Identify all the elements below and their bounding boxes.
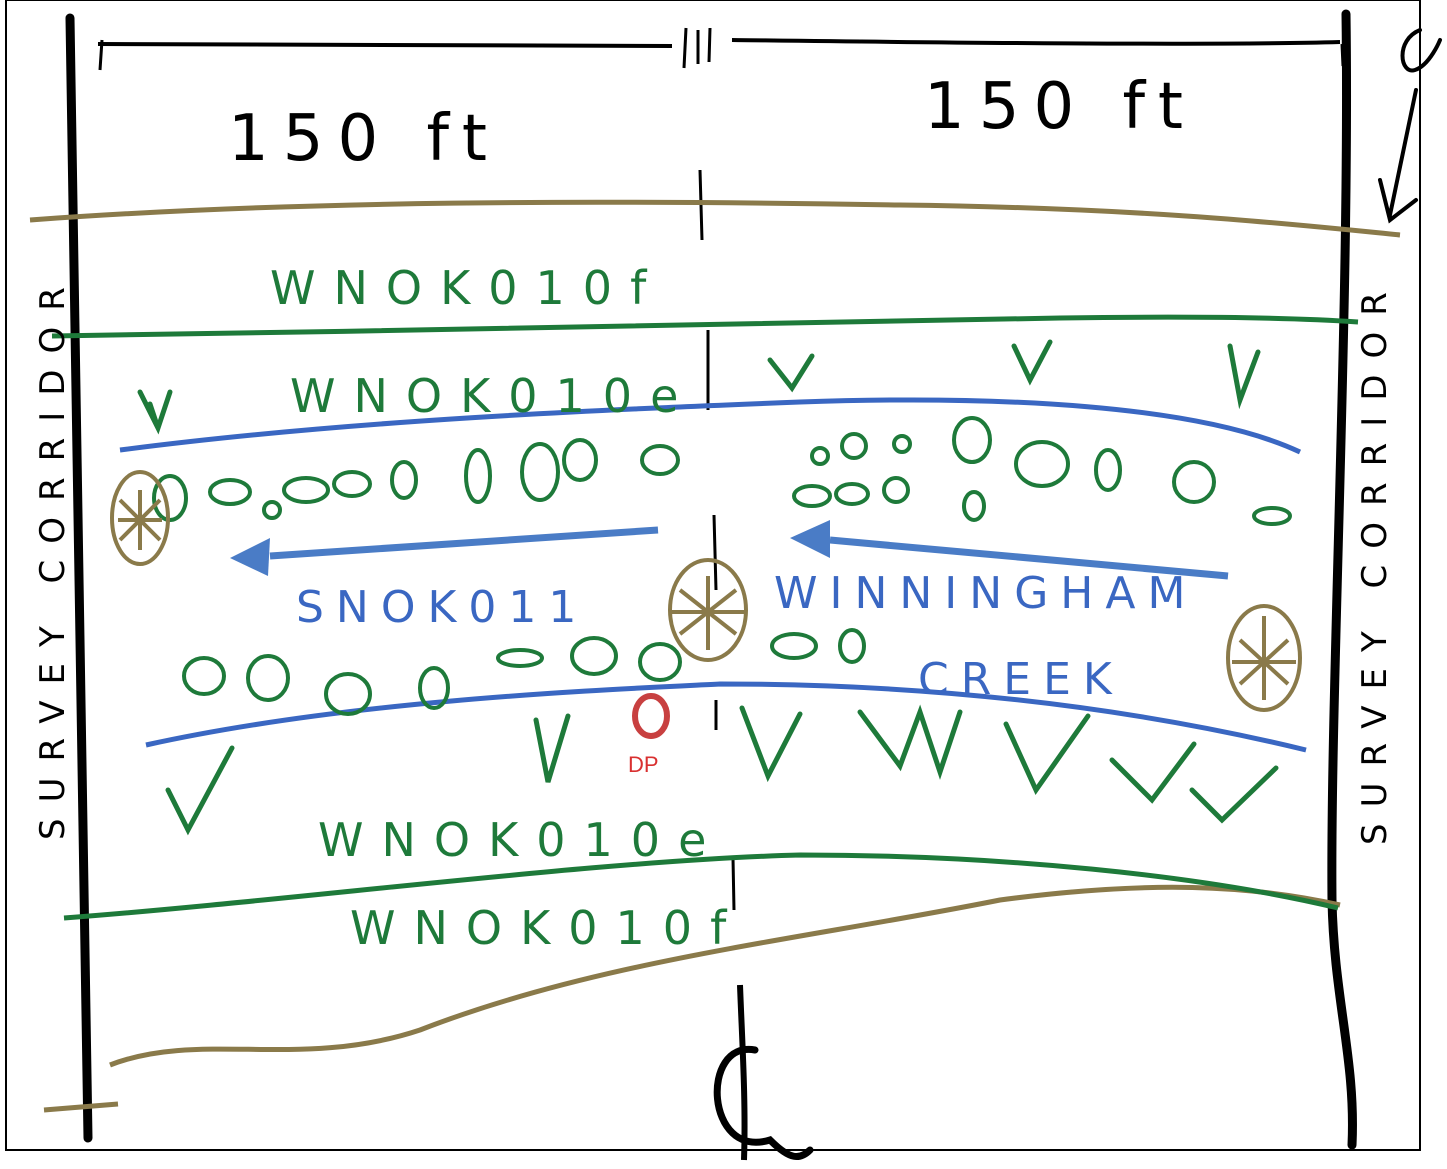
- tree-icon: [668, 558, 748, 662]
- stream-bank-top: [119, 397, 1302, 455]
- wetland-boundary-top: [51, 314, 1359, 339]
- right-corridor-boundary: [1327, 9, 1357, 1150]
- tree-icons: [110, 470, 1302, 712]
- page-frame: [5, 0, 1421, 1151]
- stream-bank-bottom: [145, 681, 1307, 753]
- wetland-label-top-e: WNOK010e: [290, 369, 696, 423]
- tree-icon: [110, 470, 170, 566]
- flow-arrow-left-icon: [230, 538, 270, 576]
- centerline-stem: [737, 984, 748, 1161]
- data-point-label: DP: [628, 752, 659, 777]
- vegetation-icons: [137, 339, 1279, 836]
- flow-arrow-left-shaft: [269, 526, 659, 560]
- wetland-boundary-bottom: [63, 852, 1339, 921]
- left-corridor-label: SURVEY CORRIDOR: [33, 271, 73, 840]
- upland-line-corner: [43, 1101, 119, 1113]
- centerline-symbol: [713, 1046, 814, 1160]
- creek-name-label: WINNINGHAM: [774, 568, 1197, 619]
- stream-substrate-icons: [152, 416, 1292, 716]
- left-width-label: 150 ft: [228, 102, 501, 176]
- left-corridor-boundary: [65, 13, 93, 1143]
- right-width-label: 150 ft: [924, 70, 1197, 144]
- wetland-label-top-f: WNOK010f: [270, 261, 664, 315]
- upland-line-top: [29, 199, 1401, 238]
- data-point-marker-icon: [632, 693, 670, 739]
- wetland-label-bottom-e: WNOK010e: [318, 813, 724, 867]
- wetland-label-bottom-f: WNOK010f: [350, 901, 744, 955]
- upland-line-bottom: [109, 884, 1341, 1068]
- flow-arrow-right-icon: [790, 520, 830, 558]
- stream-id-label: SNOK011: [296, 582, 588, 633]
- centerline-dashes: [698, 169, 736, 911]
- dimension-line: [97, 38, 1341, 48]
- dimension-ticks: [98, 27, 1345, 71]
- north-arrow-icon: [1378, 28, 1442, 224]
- flow-arrow-right-shaft: [829, 536, 1229, 580]
- right-corridor-label: SURVEY CORRIDOR: [1355, 276, 1395, 845]
- tree-icon: [1226, 604, 1302, 712]
- creek-type-label: CREEK: [918, 654, 1124, 705]
